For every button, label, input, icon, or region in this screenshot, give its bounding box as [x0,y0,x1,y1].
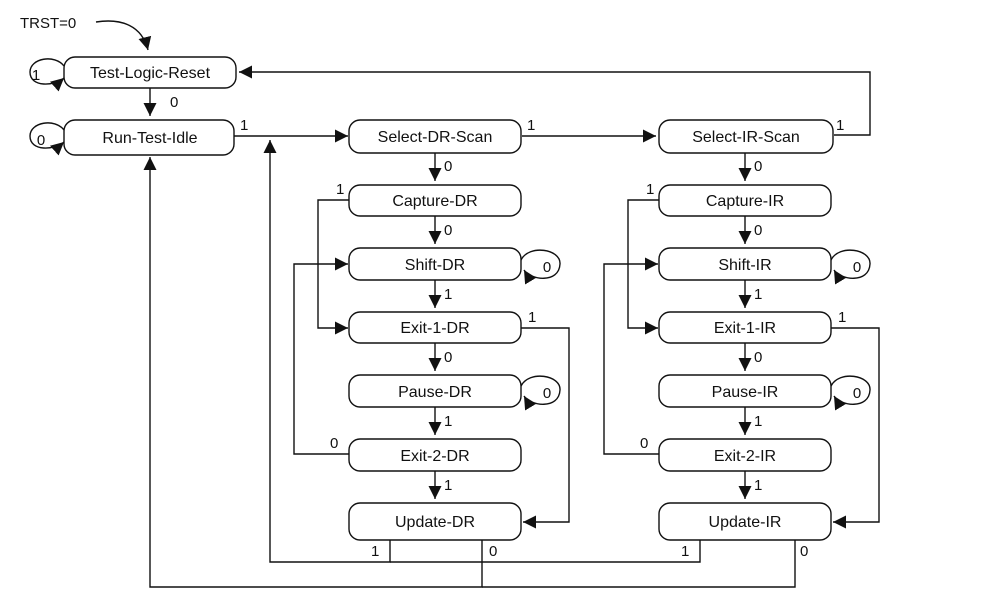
state-label: Exit-1-DR [400,320,469,337]
label-updateir-to-rti: 0 [800,543,808,560]
label-exit1ir-to-updateir: 1 [838,309,846,326]
state-test-logic-reset: Test-Logic-Reset [63,56,237,89]
state-label: Select-IR-Scan [692,129,800,146]
state-update-dr: Update-DR [348,502,522,541]
label-exit2ir-to-updateir: 1 [754,477,762,494]
state-run-test-idle: Run-Test-Idle [63,119,235,156]
state-exit-1-dr: Exit-1-DR [348,311,522,344]
state-label: Run-Test-Idle [102,130,197,147]
label-seldr-to-selir: 1 [527,117,535,134]
state-capture-dr: Capture-DR [348,184,522,217]
edge-exit1ir-to-updateir [831,327,880,529]
label-pauseir-self: 0 [853,385,861,402]
state-label: Capture-IR [706,193,784,210]
label-exit1dr-to-pausedr: 0 [444,349,452,366]
trst-label: TRST=0 [20,15,76,32]
label-capdr-to-exit1dr: 1 [336,181,344,198]
edge-pauseir-self [830,375,871,411]
label-updatedr-to-seldr: 1 [371,543,379,560]
state-label: Update-DR [395,514,475,531]
label-capir-to-exit1ir: 1 [646,181,654,198]
label-exit2dr-to-shiftdr: 0 [330,435,338,452]
state-exit-2-ir: Exit-2-IR [658,438,832,472]
edge-updatedr-to-seldr [263,140,391,563]
edge-selir-to-tlr [239,65,871,136]
state-label: Test-Logic-Reset [90,65,211,82]
label-selir-to-capir: 0 [754,158,762,175]
state-label: Pause-DR [398,384,472,401]
label-exit2dr-to-updatedr: 1 [444,477,452,494]
label-rti-self: 0 [37,132,45,149]
label-exit1dr-to-updatedr: 1 [528,309,536,326]
label-exit1ir-to-pauseir: 0 [754,349,762,366]
state-label: Shift-DR [405,257,465,274]
label-shiftdr-to-exit1dr: 1 [444,286,452,303]
label-capdr-to-shiftdr: 0 [444,222,452,239]
label-shiftir-to-exit1ir: 1 [754,286,762,303]
edge-exit2ir-to-shiftir [603,257,659,455]
state-label: Select-DR-Scan [378,129,493,146]
edge-rti-self [29,122,65,156]
state-label: Pause-IR [712,384,779,401]
edge-pausedr-self [520,375,561,411]
state-pause-dr: Pause-DR [348,374,522,408]
state-label: Capture-DR [392,193,477,210]
edge-updateir-to-rti [482,540,796,588]
edge-shiftdr-self [520,249,561,285]
edge-updateir-to-seldr [390,540,701,563]
label-pauseir-to-exit2ir: 1 [754,413,762,430]
label-pausedr-self: 0 [543,385,551,402]
state-label: Exit-2-DR [400,448,469,465]
label-tlr-to-rti: 0 [170,94,178,111]
edge-exit1dr-to-updatedr [521,327,570,529]
label-tlr-self: 1 [32,67,40,84]
state-label: Update-IR [709,514,782,531]
state-select-ir-scan: Select-IR-Scan [658,119,834,154]
label-updatedr-to-rti: 0 [489,543,497,560]
label-shiftir-self: 0 [853,259,861,276]
label-pausedr-to-exit2dr: 1 [444,413,452,430]
edge-updatedr-to-rti [143,157,483,588]
edge-tlr-self [29,58,65,92]
label-exit2ir-to-shiftir: 0 [640,435,648,452]
state-shift-dr: Shift-DR [348,247,522,281]
state-capture-ir: Capture-IR [658,184,832,217]
edge-shiftir-self [830,249,871,285]
state-select-dr-scan: Select-DR-Scan [348,119,522,154]
label-seldr-to-capdr: 0 [444,158,452,175]
state-shift-ir: Shift-IR [658,247,832,281]
label-capir-to-shiftir: 0 [754,222,762,239]
state-exit-1-ir: Exit-1-IR [658,311,832,344]
state-exit-2-dr: Exit-2-DR [348,438,522,472]
edge-exit2dr-to-shiftdr [293,257,349,455]
edge-trst-to-tlr [95,20,152,51]
state-update-ir: Update-IR [658,502,832,541]
state-label: Exit-1-IR [714,320,776,337]
state-label: Shift-IR [718,257,771,274]
label-updateir-to-seldr: 1 [681,543,689,560]
state-pause-ir: Pause-IR [658,374,832,408]
state-label: Exit-2-IR [714,448,776,465]
label-selir-to-tlr: 1 [836,117,844,134]
label-rti-to-seldr: 1 [240,117,248,134]
label-shiftdr-self: 0 [543,259,551,276]
